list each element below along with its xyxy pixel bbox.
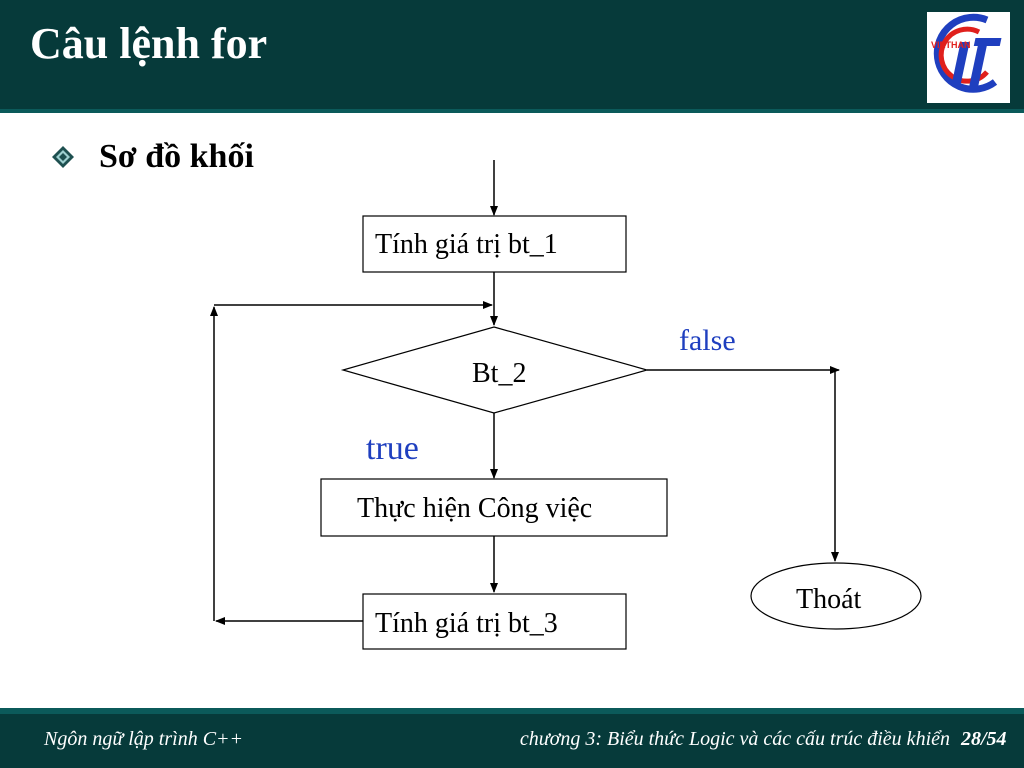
logo-text: VIETHAN: [931, 40, 971, 50]
box-do-work: [320, 478, 668, 537]
box-calc-bt3-label: Tính giá trị bt_3: [375, 608, 558, 639]
slide-title: Câu lệnh for: [30, 19, 268, 68]
box-do-work-label: Thực hiện Công việc: [357, 493, 592, 524]
decision-bt2-label: Bt_2: [472, 358, 526, 389]
label-true: true: [366, 430, 419, 467]
footer-accent: [0, 708, 1024, 714]
footer-course: Ngôn ngữ lập trình C++: [44, 728, 244, 750]
diamond-bullet-icon: [52, 146, 74, 168]
it-logo-icon: VIETHAN: [927, 12, 1010, 103]
title-bar: Câu lệnh for: [0, 0, 1024, 113]
footer-chapter: chương 3: Biểu thức Logic và các cấu trú…: [519, 728, 950, 750]
page-number: 28/54: [961, 728, 1007, 750]
box-calc-bt1: [362, 215, 627, 273]
section-heading: Sơ đồ khối: [99, 138, 254, 175]
box-calc-bt1-label: Tính giá trị bt_1: [375, 229, 558, 260]
terminal-exit: [750, 562, 922, 630]
footer-bar: Ngôn ngữ lập trình C++ chương 3: Biểu th…: [0, 708, 1024, 768]
label-false: false: [679, 324, 736, 357]
title-bar-accent: [0, 109, 1024, 113]
terminal-exit-label: Thoát: [796, 584, 862, 615]
box-calc-bt3: [362, 593, 627, 650]
